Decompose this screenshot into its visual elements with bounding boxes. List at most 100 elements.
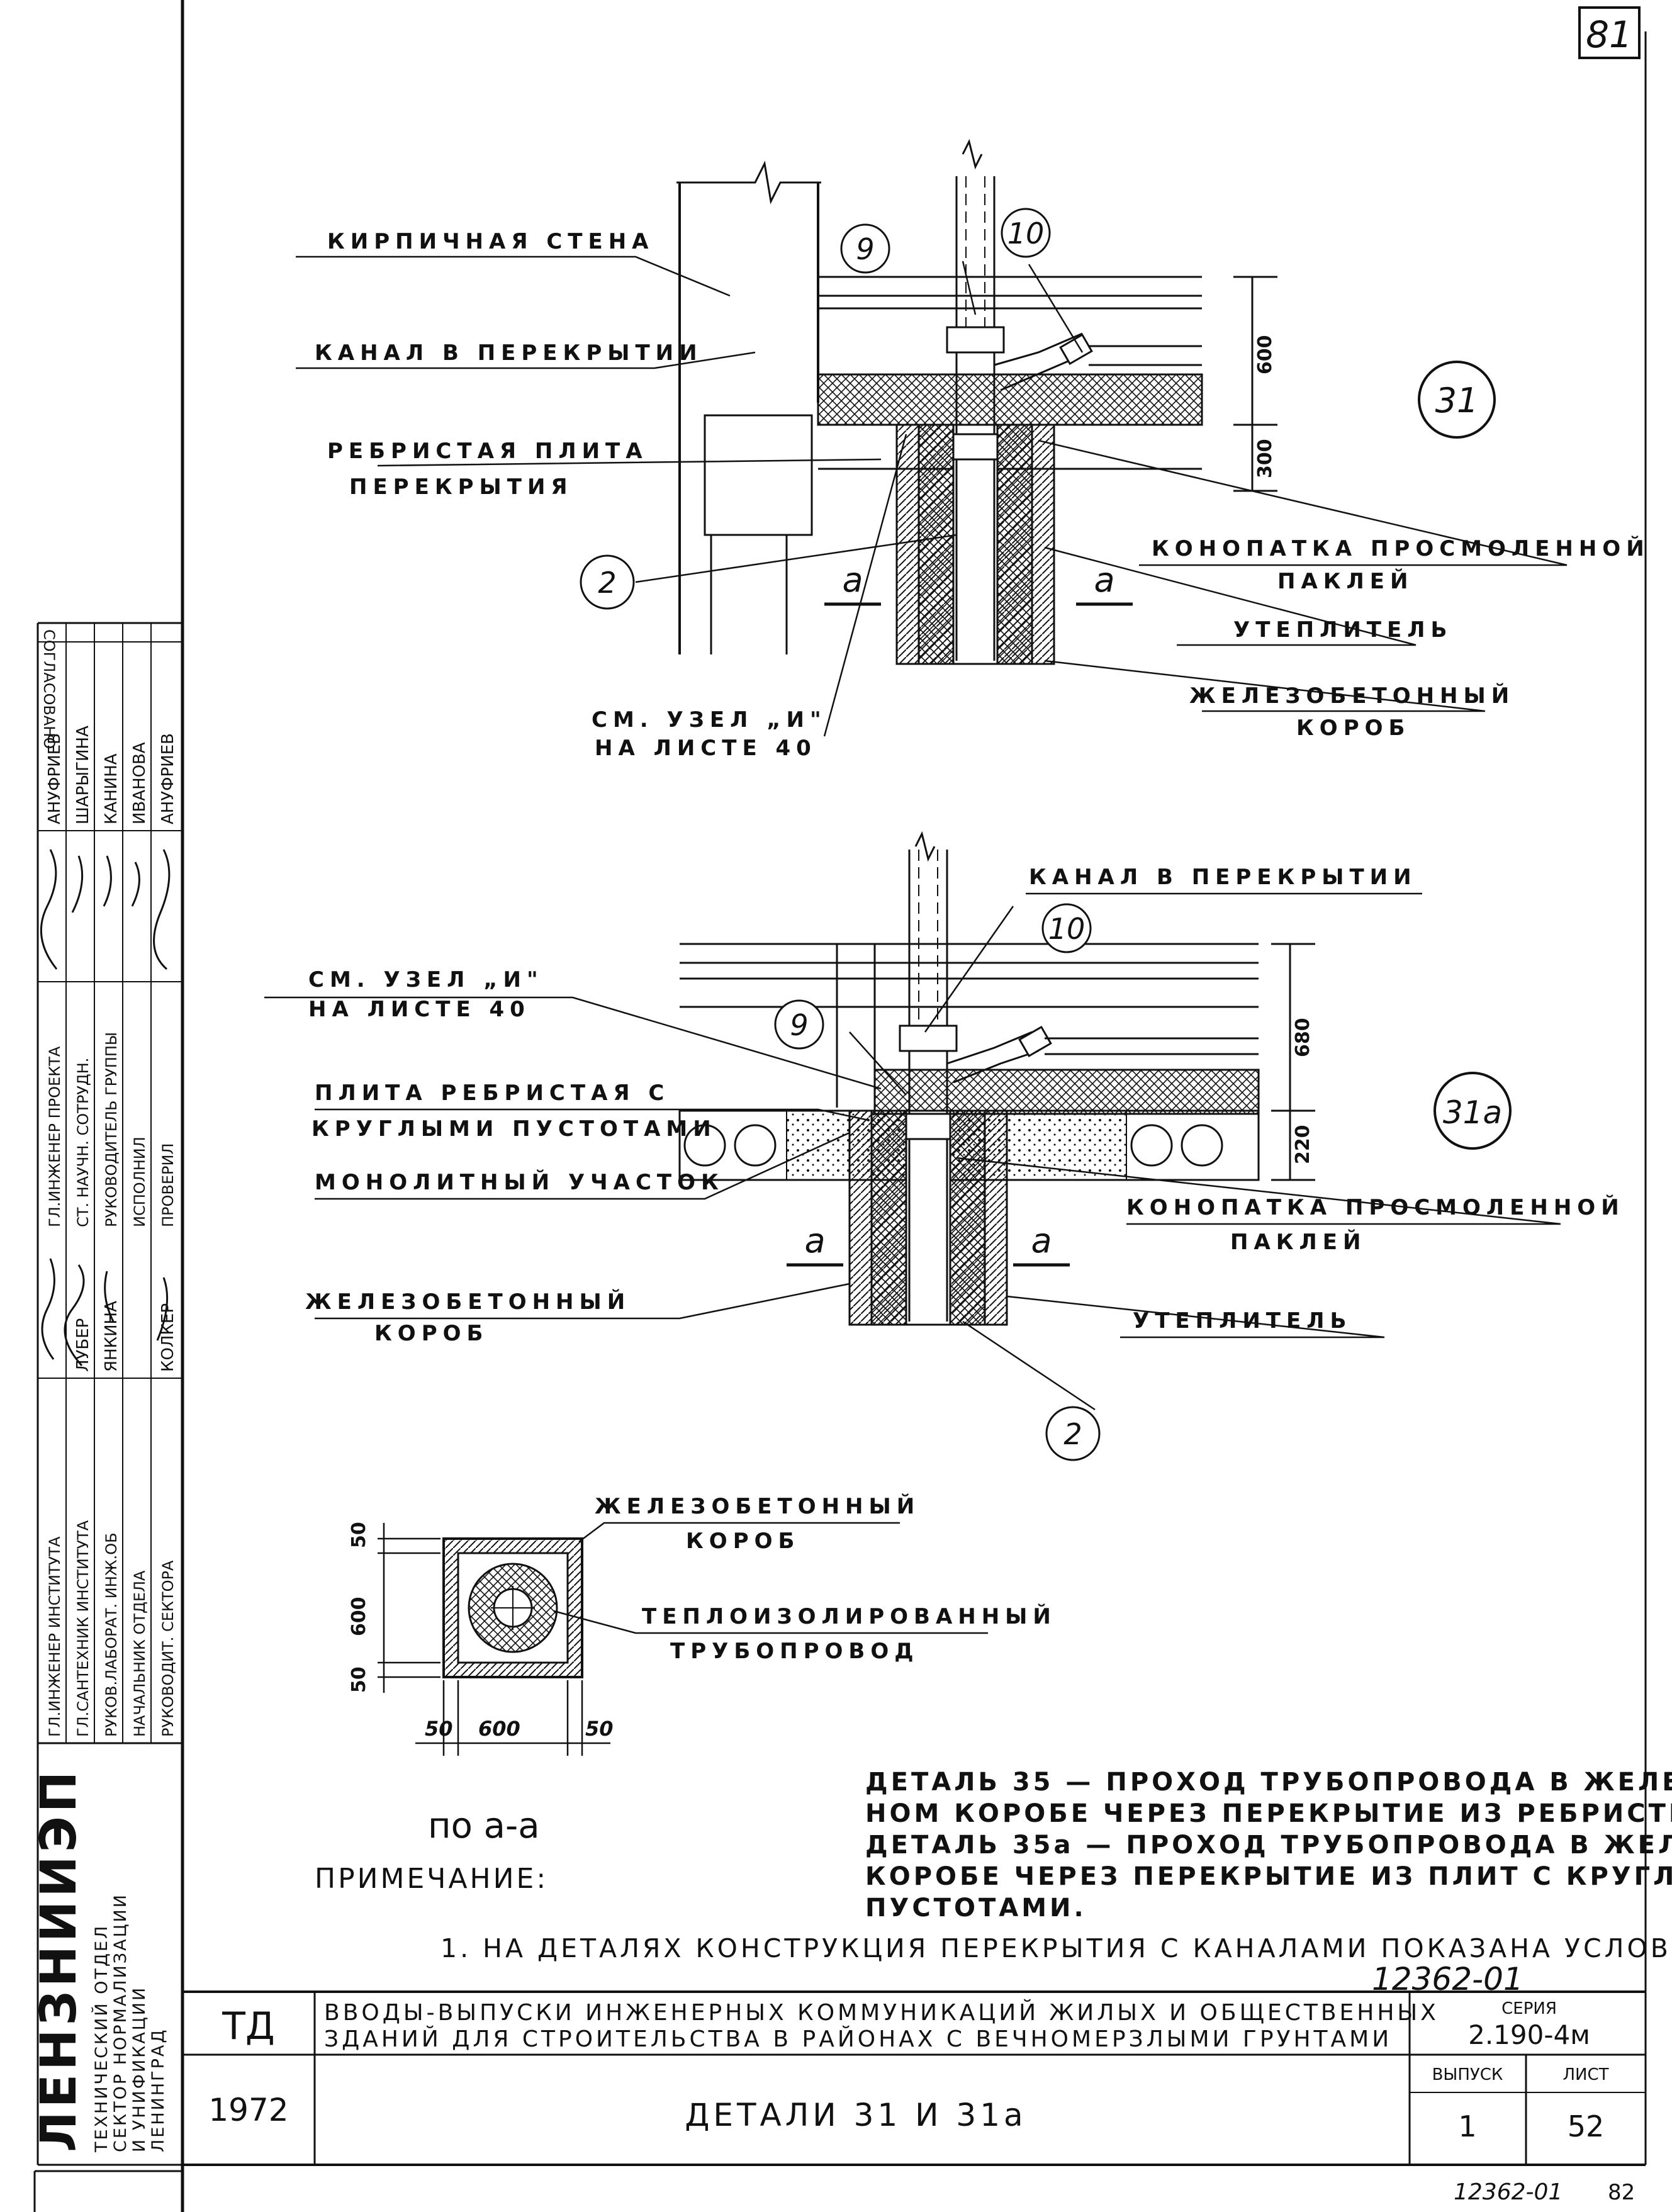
sheet-title: ДЕТАЛИ 31 И 31а — [685, 2097, 1026, 2133]
note-title: ПРИМЕЧАНИЕ: — [315, 1863, 548, 1895]
label-slab-2-2: КРУГЛЫМИ ПУСТОТАМИ — [311, 1116, 717, 1142]
title-block-texts: ТД 1972 ВВОДЫ-ВЫПУСКИ ИНЖЕНЕРНЫХ КОММУНИ… — [208, 1999, 1608, 2143]
drawing-31: 600 300 а а 9 10 2 31 КИРПИЧНАЯ СТЕНА КА… — [296, 138, 1650, 761]
name-2: КОЛКЕР — [159, 1303, 177, 1372]
series-label: СЕРИЯ — [1501, 1999, 1557, 2018]
role2-1: СТ. НАУЧН. СОТРУДН. — [74, 1058, 92, 1227]
label-box-2: КОРОБ — [1296, 716, 1410, 741]
name2-0: АНУФРИЕВ — [45, 733, 64, 824]
label-node-2: НА ЛИСТЕ 40 — [595, 736, 817, 761]
label-caulk-1: КОНОПАТКА ПРОСМОЛЕННОЙ — [1152, 536, 1650, 561]
label-node-1: СМ. УЗЕЛ „И" — [592, 707, 827, 733]
label-caulk-2: ПАКЛЕЙ — [1277, 568, 1413, 594]
name2-3: ИВАНОВА — [130, 742, 149, 824]
role2-4: ПРОВЕРИЛ — [159, 1143, 177, 1227]
sheet-label: ЛИСТ — [1563, 2065, 1608, 2084]
label-box-1-2: ЖЕЛЕЗОБЕТОННЫЙ — [305, 1289, 631, 1315]
section-aa: 50 600 50 50 600 50 ЖЕЛЕЗОБЕТОННЫЙ КОРОБ… — [348, 1493, 1057, 1846]
section-a-left-2: а — [804, 1221, 825, 1260]
org-sub-3: ЛЕНИНГРАД — [149, 2028, 168, 2152]
page-number-box: 81 — [1578, 6, 1641, 59]
detail-31a-mark: 31а — [1443, 1094, 1502, 1131]
dim-h-0: 50 — [425, 1717, 453, 1741]
dim-h-2: 50 — [585, 1717, 614, 1741]
label-node-1-2: СМ. УЗЕЛ „И" — [308, 967, 544, 992]
label-node-2-2: НА ЛИСТЕ 40 — [308, 997, 530, 1022]
dim-h-1: 600 — [478, 1717, 520, 1741]
title-block — [182, 1990, 1646, 2165]
label-pipe-1: ТЕПЛОИЗОЛИРОВАННЫЙ — [642, 1603, 1057, 1629]
label-monolith: МОНОЛИТНЫЙ УЧАСТОК — [315, 1169, 724, 1195]
footer-code: 12362-01 — [1454, 2179, 1563, 2205]
label-box-2-3: КОРОБ — [686, 1529, 800, 1554]
label-pipe-2: ТРУБОПРОВОД — [670, 1639, 919, 1664]
desc-line-0: ДЕТАЛЬ 35 — ПРОХОД ТРУБОПРОВОДА В ЖЕЛЕЗО… — [865, 1768, 1672, 1797]
left-stamp — [36, 622, 182, 2166]
label-insul-2: УТЕПЛИТЕЛЬ — [1133, 1308, 1352, 1333]
name-0: ЛУБЕР — [74, 1318, 93, 1372]
org-sub-1: СЕКТОР НОРМАЛИЗАЦИИ — [111, 1893, 130, 2152]
issue-value: 1 — [1458, 2109, 1476, 2143]
label-box-2-2: КОРОБ — [374, 1321, 488, 1346]
name2-2: КАНИНА — [102, 753, 121, 824]
label-channel: КАНАЛ В ПЕРЕКРЫТИИ — [315, 340, 703, 366]
section-a-right: а — [1094, 560, 1114, 600]
mark-2-mid: 2 — [1063, 1417, 1082, 1451]
td-label: ТД — [222, 2004, 275, 2048]
name2-1: ШАРЫГИНА — [74, 726, 93, 824]
mark-10-top: 10 — [1007, 216, 1045, 250]
issue-label: ВЫПУСК — [1432, 2065, 1503, 2084]
desc-line-3: КОРОБЕ ЧЕРЕЗ ПЕРЕКРЫТИЕ ИЗ ПЛИТ С КРУГЛЫ… — [865, 1862, 1672, 1891]
label-box-1: ЖЕЛЕЗОБЕТОННЫЙ — [1189, 683, 1515, 709]
dim-600: 600 — [1254, 335, 1276, 374]
dim-v-2: 50 — [348, 1666, 370, 1693]
role2-3: ИСПОЛНИЛ — [131, 1137, 149, 1227]
section-caption: по а-а — [428, 1805, 540, 1846]
org-sub-2: И УНИФИКАЦИИ — [130, 1986, 149, 2152]
label-wall: КИРПИЧНАЯ СТЕНА — [327, 229, 654, 254]
name2-4: АНУФРИЕВ — [159, 733, 177, 824]
role-3: НАЧАЛЬНИК ОТДЕЛА — [131, 1570, 149, 1737]
label-box-1-3: ЖЕЛЕЗОБЕТОННЫЙ — [595, 1493, 920, 1519]
title-1: ВВОДЫ-ВЫПУСКИ ИНЖЕНЕРНЫХ КОММУНИКАЦИЙ ЖИ… — [324, 1999, 1439, 2026]
label-slab-2: ПЕРЕКРЫТИЯ — [349, 474, 573, 500]
label-caulk-1-2: КОНОПАТКА ПРОСМОЛЕННОЙ — [1126, 1194, 1625, 1220]
dim-220: 220 — [1292, 1125, 1314, 1164]
role-1: ГЛ.САНТЕХНИК ИНСТИТУТА — [74, 1520, 92, 1737]
signature-scribbles — [40, 849, 171, 1367]
label-slab-1-2: ПЛИТА РЕБРИСТАЯ С — [315, 1081, 670, 1106]
sheet-value: 52 — [1568, 2109, 1605, 2143]
stamp-texts: ЛЕНЗНИИЭП ТЕХНИЧЕСКИЙ ОТДЕЛ СЕКТОР НОРМА… — [31, 629, 177, 2153]
mark-9-top: 9 — [856, 232, 874, 266]
page-number: 81 — [1586, 13, 1632, 56]
year: 1972 — [208, 2092, 288, 2128]
label-insul: УТЕПЛИТЕЛЬ — [1233, 617, 1452, 643]
mark-9-mid: 9 — [790, 1008, 808, 1042]
dim-300: 300 — [1254, 439, 1276, 478]
label-slab-1: РЕБРИСТАЯ ПЛИТА — [327, 439, 648, 464]
section-a-right-2: а — [1031, 1221, 1052, 1260]
org-name: ЛЕНЗНИИЭП — [31, 1768, 87, 2152]
desc-line-1: НОМ КОРОБЕ ЧЕРЕЗ ПЕРЕКРЫТИЕ ИЗ РЕБРИСТЫХ… — [865, 1799, 1672, 1828]
series-value: 2.190-4м — [1468, 2019, 1590, 2050]
detail-31-mark: 31 — [1435, 381, 1479, 420]
org-sub-0: ТЕХНИЧЕСКИЙ ОТДЕЛ — [91, 1924, 111, 2153]
role2-2: РУКОВОДИТЕЛЬ ГРУППЫ — [103, 1032, 120, 1227]
role-4: РУКОВОДИТ. СЕКТОРА — [159, 1560, 177, 1737]
desc-line-4: ПУСТОТАМИ. — [865, 1894, 1087, 1923]
dim-680: 680 — [1292, 1018, 1314, 1057]
name-1: ЯНКИНА — [102, 1301, 121, 1372]
approved-label: СОГЛАСОВАНО — [40, 629, 58, 749]
mark-2-top: 2 — [598, 566, 616, 600]
label-channel-2: КАНАЛ В ПЕРЕКРЫТИИ — [1029, 865, 1417, 890]
dim-v-1: 600 — [348, 1597, 370, 1636]
role2-0: ГЛ.ИНЖЕНЕР ПРОЕКТА — [46, 1046, 64, 1227]
title-2: ЗДАНИЙ ДЛЯ СТРОИТЕЛЬСТВА В РАЙОНАХ С ВЕЧ… — [324, 2026, 1392, 2052]
label-caulk-2-2: ПАКЛЕЙ — [1230, 1229, 1366, 1255]
footer: 12362-01 82 — [1454, 2179, 1635, 2205]
note-1: 1. НА ДЕТАЛЯХ КОНСТРУКЦИЯ ПЕРЕКРЫТИЯ С К… — [440, 1933, 1672, 1963]
footer-num: 82 — [1608, 2180, 1635, 2205]
drawing-31a: 680 220 а а 10 9 2 31а КАНАЛ В ПЕРЕКРЫТИ… — [264, 831, 1625, 1461]
notes: ДЕТАЛЬ 35 — ПРОХОД ТРУБОПРОВОДА В ЖЕЛЕЗО… — [315, 1768, 1672, 1997]
